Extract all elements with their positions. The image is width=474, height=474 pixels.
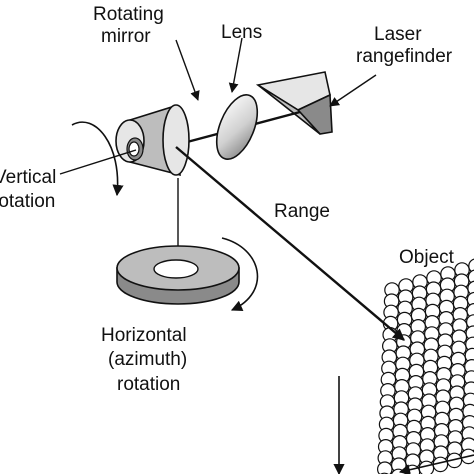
label-vertical-line1: Vertical <box>0 167 56 188</box>
object-sphere <box>468 258 474 274</box>
label-rotating-mirror-line1: Rotating <box>93 4 164 25</box>
object-sphere-grid <box>377 258 474 474</box>
label-vertical-line2: rotation <box>0 191 55 212</box>
label-range: Range <box>274 201 330 222</box>
rotating-mirror-leader <box>175 39 200 101</box>
bottom-right-arrow <box>398 454 474 474</box>
rotating-mirror <box>115 104 190 177</box>
vertical-rotation-arrow <box>71 121 124 197</box>
range-beam <box>175 146 405 341</box>
label-lens: Lens <box>221 22 262 43</box>
lens-leader <box>228 37 243 93</box>
vertical-rotation-axis <box>59 149 137 175</box>
object-sphere <box>467 280 474 297</box>
object-sphere <box>466 291 474 308</box>
label-object: Object <box>399 247 455 268</box>
horizontal-rotation-arrow <box>221 237 259 311</box>
laser-rangefinder-leader <box>329 74 377 107</box>
lens <box>215 94 259 160</box>
label-rotating-mirror-line2: mirror <box>101 26 151 47</box>
object-sphere <box>377 461 393 474</box>
laser-rangefinder <box>255 71 333 135</box>
label-laser-line1: Laser <box>374 24 422 45</box>
object-sphere <box>467 269 474 285</box>
label-horizontal-line2: (azimuth) <box>108 349 187 370</box>
azimuth-turntable <box>116 245 240 305</box>
label-horizontal-line3: rotation <box>117 374 180 395</box>
label-laser-line2: rangefinder <box>356 46 453 67</box>
label-horizontal-line1: Horizontal <box>101 325 187 346</box>
